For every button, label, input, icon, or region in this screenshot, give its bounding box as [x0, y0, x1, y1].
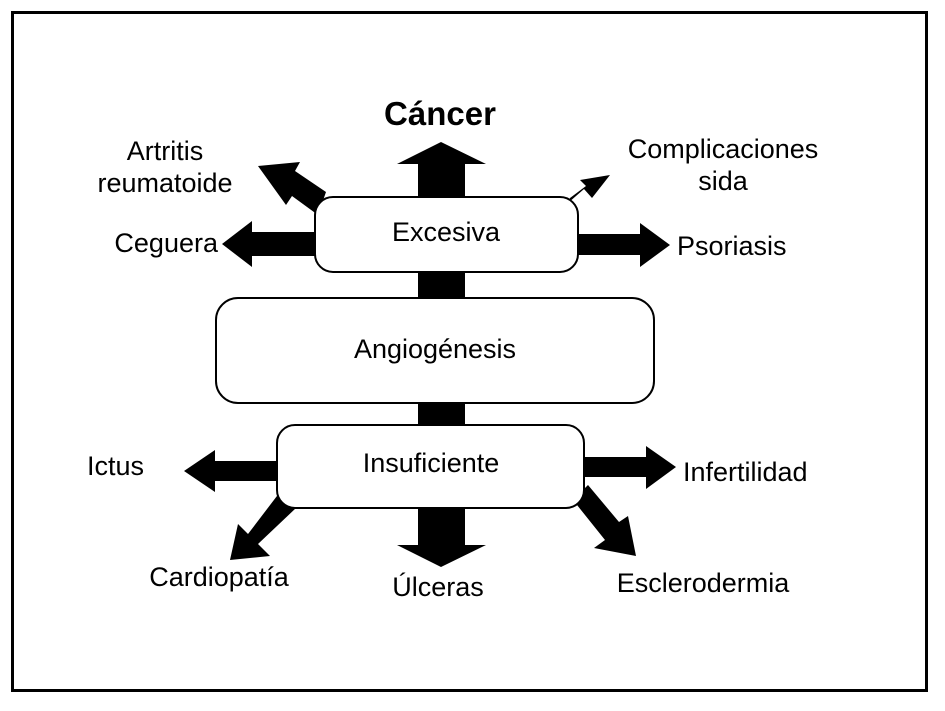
- label-esclerodermia: Esclerodermia: [617, 568, 791, 598]
- label-ceguera: Ceguera: [114, 228, 219, 258]
- box-excesiva: [314, 196, 579, 273]
- label-cancer: Cáncer: [384, 95, 496, 132]
- arrow-downright-esclerodermia: [573, 485, 636, 556]
- arrow-upleft-artritis: [258, 162, 326, 215]
- arrow-right-psoriasis: [578, 223, 670, 267]
- label-artritis-line2: reumatoide: [97, 168, 232, 198]
- label-complicaciones-line1: Complicaciones: [628, 134, 819, 164]
- label-ulceras: Úlceras: [392, 571, 484, 602]
- label-angiogenesis: Angiogénesis: [354, 334, 516, 364]
- label-artritis-line1: Artritis: [127, 136, 204, 166]
- arrow-left-ceguera: [222, 221, 316, 267]
- arrow-downleft-cardiopatia: [230, 492, 296, 560]
- label-cardiopatia: Cardiopatía: [149, 562, 290, 592]
- label-insuficiente: Insuficiente: [363, 448, 500, 478]
- box-angiogenesis: [215, 297, 655, 404]
- label-infertilidad: Infertilidad: [683, 457, 808, 487]
- arrow-upright-sida: [568, 175, 610, 203]
- arrow-left-ictus: [184, 450, 278, 492]
- label-ictus: Ictus: [87, 451, 144, 481]
- label-psoriasis: Psoriasis: [677, 231, 787, 261]
- arrow-down-ulceras: [397, 508, 486, 567]
- arrow-up-cancer: [397, 142, 486, 200]
- label-excesiva: Excesiva: [392, 217, 501, 247]
- box-insuficiente: [276, 424, 585, 509]
- label-complicaciones-line2: sida: [698, 166, 749, 196]
- arrow-right-infertilidad: [584, 446, 676, 489]
